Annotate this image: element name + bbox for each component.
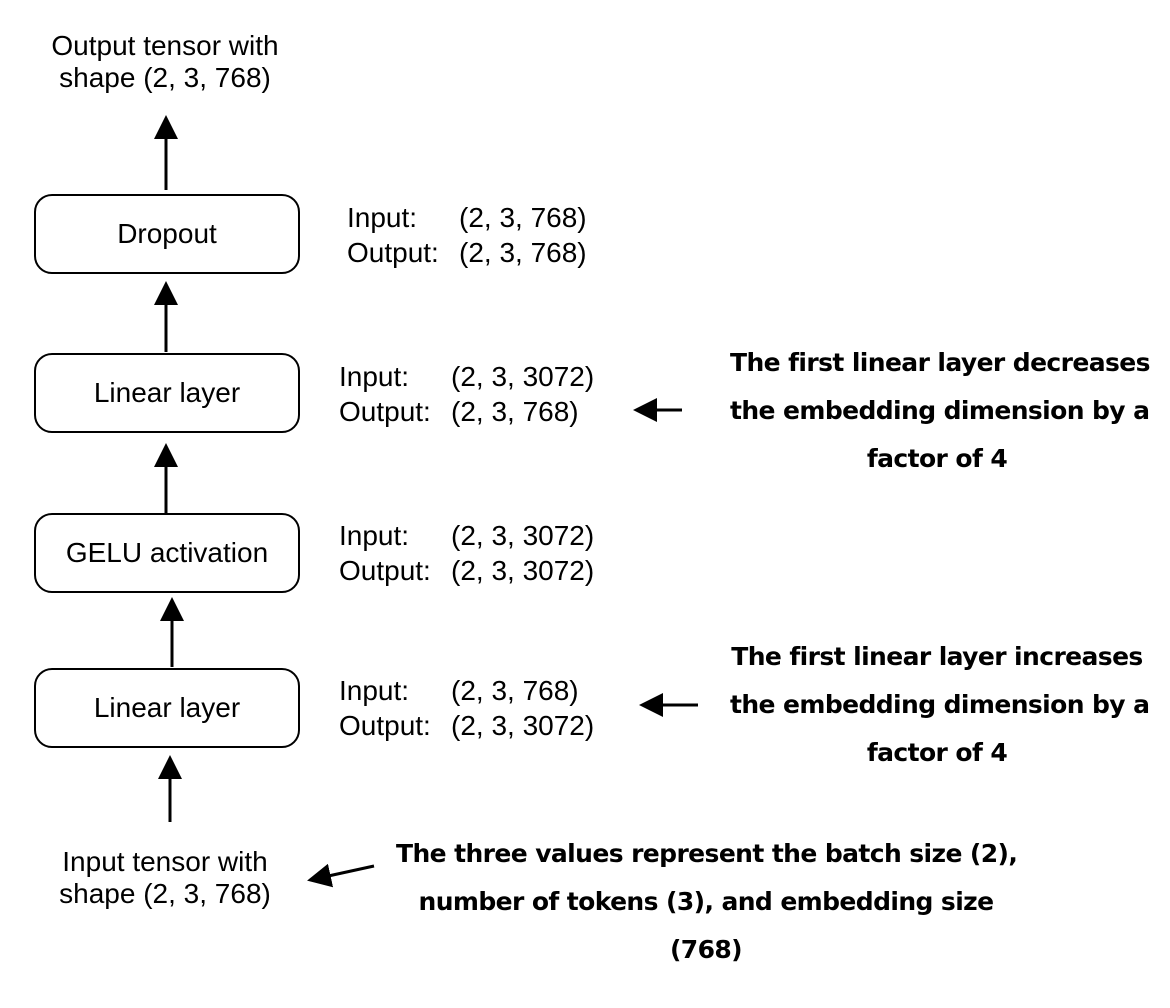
linear-layer-top-label: Linear layer	[93, 377, 241, 408]
increase-note-line1: The first linear layer increases	[731, 642, 1143, 671]
dropout-input-key: Input:	[347, 202, 418, 233]
linear-bottom-output-value: (2, 3, 3072)	[451, 710, 595, 741]
input-tensor-line1: Input tensor with	[62, 846, 268, 877]
decrease-note-line3: factor of 4	[866, 444, 1008, 473]
input-tensor-label: Input tensor with shape (2, 3, 768)	[34, 846, 296, 910]
linear-bottom-shapes: Input: (2, 3, 768) Output: (2, 3, 3072)	[339, 673, 594, 743]
linear-bottom-output-key: Output:	[339, 710, 431, 741]
input-values-note-line3: (768)	[669, 935, 743, 964]
linear-top-output-key: Output:	[339, 396, 431, 427]
dropout-box: Dropout	[34, 194, 300, 274]
increase-note: The first linear layer increases the emb…	[730, 633, 1150, 777]
gelu-activation-box: GELU activation	[34, 513, 300, 593]
gelu-output-value: (2, 3, 3072)	[451, 555, 595, 586]
input-values-note-line2: number of tokens (3), and embedding size	[418, 887, 995, 916]
input-values-note: The three values represent the batch siz…	[396, 830, 1018, 974]
gelu-output-key: Output:	[339, 555, 431, 586]
linear-layer-bottom-label: Linear layer	[93, 692, 241, 723]
output-tensor-label: Output tensor with shape (2, 3, 768)	[34, 30, 296, 94]
linear-top-shapes: Input: (2, 3, 3072) Output: (2, 3, 768)	[339, 359, 594, 429]
linear-layer-top-box: Linear layer	[34, 353, 300, 433]
linear-top-output-value: (2, 3, 768)	[451, 396, 579, 427]
linear-layer-bottom-box: Linear layer	[34, 668, 300, 748]
input-values-note-line1: The three values represent the batch siz…	[396, 839, 1018, 868]
gelu-shapes: Input: (2, 3, 3072) Output: (2, 3, 3072)	[339, 518, 594, 588]
dropout-input-value: (2, 3, 768)	[459, 202, 587, 233]
output-tensor-line1: Output tensor with	[51, 30, 279, 61]
increase-note-line3: factor of 4	[866, 738, 1008, 767]
input-tensor-line2: shape (2, 3, 768)	[59, 878, 271, 909]
gelu-input-key: Input:	[339, 520, 410, 551]
dropout-output-key: Output:	[347, 237, 439, 268]
linear-top-input-key: Input:	[339, 361, 410, 392]
decrease-note-line1: The first linear layer decreases	[730, 348, 1151, 377]
linear-bottom-input-key: Input:	[339, 675, 410, 706]
arrow-input-values-note	[307, 863, 375, 888]
linear-bottom-input-value: (2, 3, 768)	[451, 675, 579, 706]
dropout-shapes: Input: (2, 3, 768) Output: (2, 3, 768)	[347, 200, 587, 270]
gelu-activation-label: GELU activation	[65, 537, 269, 568]
decrease-note-line2: the embedding dimension by a	[730, 396, 1150, 425]
increase-note-line2: the embedding dimension by a	[730, 690, 1150, 719]
dropout-label: Dropout	[117, 218, 217, 249]
decrease-note: The first linear layer decreases the emb…	[730, 339, 1151, 483]
output-tensor-line2: shape (2, 3, 768)	[59, 62, 271, 93]
dropout-output-value: (2, 3, 768)	[459, 237, 587, 268]
gelu-input-value: (2, 3, 3072)	[451, 520, 595, 551]
linear-top-input-value: (2, 3, 3072)	[451, 361, 595, 392]
